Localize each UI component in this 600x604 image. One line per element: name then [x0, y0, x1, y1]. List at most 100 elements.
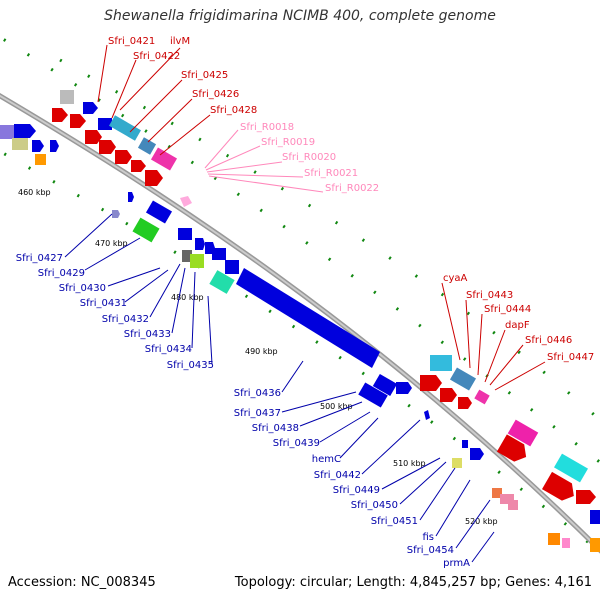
reverse-labels: Sfri_0427 Sfri_0429 Sfri_0430 Sfri_0431 …: [16, 253, 470, 569]
gene-arrow: [52, 108, 68, 122]
gene-label[interactable]: Sfri_0430: [59, 283, 106, 294]
scale-tick-label: 470 kbp: [95, 239, 128, 248]
gene-label[interactable]: Sfri_0435: [167, 360, 214, 371]
gene-label[interactable]: hemC: [312, 454, 341, 465]
gene-block: [562, 538, 570, 548]
scale-labels: 460 kbp 470 kbp 480 kbp 490 kbp 500 kbp …: [18, 188, 498, 526]
scale-tick-label: 510 kbp: [393, 459, 426, 468]
rna-labels: Sfri_R0018 Sfri_R0019 Sfri_R0020 Sfri_R0…: [240, 122, 379, 194]
gene-block: [12, 138, 28, 150]
gene-arrow: [396, 382, 412, 394]
gene-label[interactable]: Sfri_0449: [333, 485, 380, 496]
gene-arrow: [470, 448, 484, 460]
gene-block: [145, 200, 173, 224]
gene-arrow: [424, 410, 430, 420]
scale-tick-label: 500 kbp: [320, 402, 353, 411]
gene-label[interactable]: Sfri_0431: [80, 298, 127, 309]
gene-block: [209, 270, 235, 294]
gene-label[interactable]: Sfri_0427: [16, 253, 63, 264]
gene-arrow: [112, 210, 120, 218]
gene-label[interactable]: Sfri_0433: [124, 329, 171, 340]
gene-block: [35, 154, 46, 165]
gene-label[interactable]: Sfri_0432: [102, 314, 149, 325]
gene-block: [590, 538, 600, 552]
scale-tick-label: 490 kbp: [245, 347, 278, 356]
gene-arrow: [83, 102, 98, 114]
gene-label[interactable]: cyaA: [443, 273, 468, 284]
gene-block: [178, 228, 192, 240]
gene-arrow: [70, 114, 86, 128]
gene-block: [500, 494, 514, 504]
gene-arrow: [496, 434, 527, 462]
gene-label[interactable]: fis: [422, 532, 434, 543]
scale-tick-label: 520 kbp: [465, 517, 498, 526]
gene-arrow: [440, 388, 457, 402]
gene-block: [430, 355, 452, 371]
gene-block: [358, 382, 388, 408]
gene-label[interactable]: Sfri_0447: [547, 352, 594, 363]
gene-arrow: [50, 140, 59, 152]
gene-arrow: [195, 238, 205, 250]
rna-feature: [180, 196, 192, 207]
gene-arrow: [420, 375, 442, 391]
accession-label: Accession: NC_008345: [8, 575, 156, 590]
gene-label[interactable]: ilvM: [170, 36, 190, 47]
gene-label[interactable]: Sfri_0426: [192, 89, 239, 100]
gene-block: [190, 254, 204, 268]
reverse-leaders: [64, 213, 495, 563]
gene-block: [507, 419, 539, 447]
gene-block: [492, 488, 502, 498]
gene-label[interactable]: prmA: [443, 558, 470, 569]
gene-arrow: [542, 471, 574, 501]
gene-arrow: [576, 490, 596, 504]
gene-label[interactable]: Sfri_0429: [38, 268, 85, 279]
gene-label[interactable]: Sfri_0442: [314, 470, 361, 481]
gene-label[interactable]: Sfri_0451: [371, 516, 418, 527]
gene-block: [98, 118, 112, 130]
gene-label[interactable]: Sfri_0428: [210, 105, 257, 116]
gene-label[interactable]: Sfri_0454: [407, 545, 454, 556]
gene-arrow: [131, 160, 146, 172]
gene-block: [548, 533, 560, 545]
gene-label[interactable]: Sfri_0434: [145, 344, 192, 355]
topology-label: Topology: circular; Length: 4,845,257 bp…: [234, 575, 592, 590]
gene-block: [590, 510, 600, 524]
gene-label[interactable]: Sfri_R0020: [282, 152, 336, 163]
gene-block: [212, 248, 226, 260]
gene-label[interactable]: Sfri_0446: [525, 335, 572, 346]
gene-block: [150, 147, 178, 171]
gene-label[interactable]: Sfri_0444: [484, 304, 531, 315]
gene-label[interactable]: Sfri_0437: [234, 408, 281, 419]
gene-label[interactable]: Sfri_0443: [466, 290, 513, 301]
scale-tick-label: 460 kbp: [18, 188, 51, 197]
gene-label[interactable]: Sfri_R0022: [325, 183, 379, 194]
gene-arrow: [85, 130, 102, 144]
gene-label[interactable]: Sfri_0438: [252, 423, 299, 434]
gene-label[interactable]: Sfri_0439: [273, 438, 320, 449]
gene-label[interactable]: Sfri_0421: [108, 36, 155, 47]
gene-label[interactable]: Sfri_R0018: [240, 122, 294, 133]
gene-label[interactable]: Sfri_R0019: [261, 137, 315, 148]
gene-block: [0, 125, 14, 139]
reverse-features: [112, 192, 570, 548]
forward-leaders: [97, 44, 546, 391]
gene-label[interactable]: Sfri_0436: [234, 388, 281, 399]
gene-arrow: [115, 150, 132, 164]
gene-label[interactable]: Sfri_0422: [133, 51, 180, 62]
gene-block: [132, 217, 160, 243]
gene-arrow: [99, 140, 116, 154]
gene-arrow: [145, 170, 163, 186]
gene-label[interactable]: Sfri_R0021: [304, 168, 358, 179]
gene-block: [137, 137, 157, 155]
map-title: Shewanella frigidimarina NCIMB 400, comp…: [104, 8, 496, 24]
gene-block: [182, 250, 192, 262]
gene-label[interactable]: Sfri_0450: [351, 500, 398, 511]
gene-label[interactable]: Sfri_0425: [181, 70, 228, 81]
gene-block: [449, 367, 477, 391]
gene-block: [508, 500, 518, 510]
rna-leaders: [204, 129, 324, 193]
gene-label[interactable]: dapF: [505, 320, 530, 331]
gene-arrow: [32, 140, 44, 152]
